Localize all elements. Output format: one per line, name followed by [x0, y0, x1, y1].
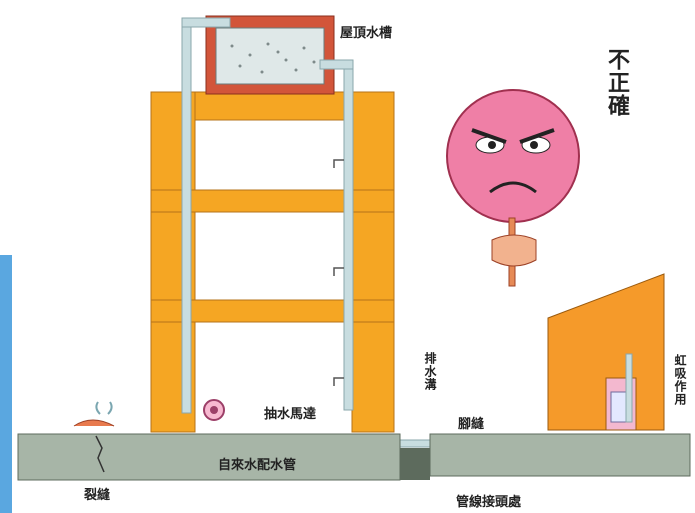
- siphon-label: 虹吸作用: [673, 354, 687, 406]
- roof-tank-label: 屋頂水槽: [340, 26, 393, 41]
- pipe-joint-label: 管線接頭處: [456, 495, 522, 510]
- roof-tank: [205, 15, 335, 95]
- crack-label: 裂縫: [84, 488, 111, 503]
- side-bar: [0, 255, 12, 513]
- shed: [547, 273, 665, 431]
- verdict-label: 不正確: [604, 48, 629, 117]
- drain-pit-label: 排水溝: [423, 352, 437, 391]
- crack-icon: [95, 435, 105, 473]
- water-main-label: 自來水配水管: [218, 458, 297, 473]
- pump-label: 抽水馬達: [264, 407, 317, 422]
- angry-face-sign-icon: [446, 89, 580, 287]
- building-frame: [150, 91, 395, 433]
- water-splash-icon: [95, 401, 113, 415]
- ground: [17, 419, 691, 481]
- pump-icon: [203, 399, 225, 421]
- leak-label: 腳縫: [458, 417, 485, 432]
- faucet-icon: [333, 159, 344, 386]
